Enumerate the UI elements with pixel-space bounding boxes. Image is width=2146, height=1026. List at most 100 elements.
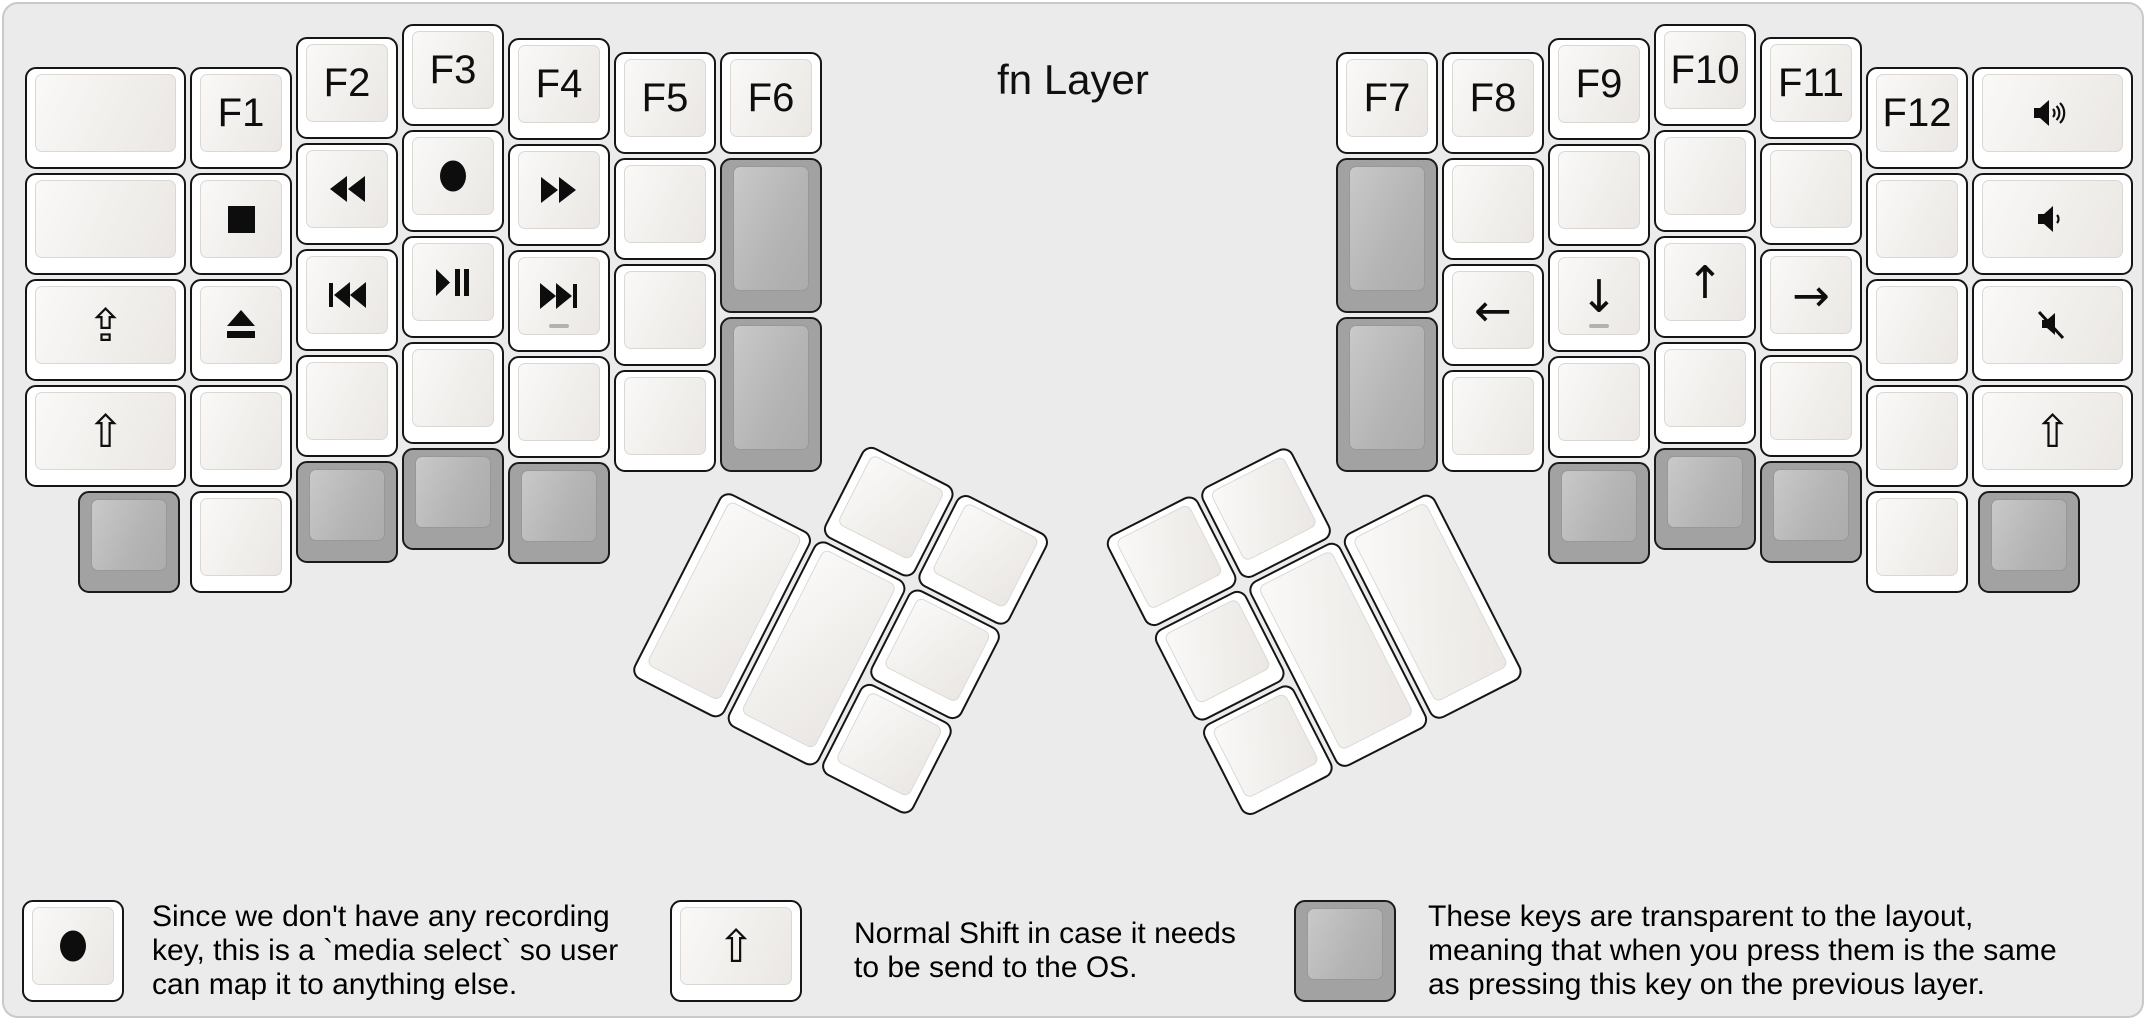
key-blank[interactable] [1654, 342, 1756, 444]
key-transparent[interactable] [720, 317, 822, 472]
keytop [35, 180, 176, 258]
key-f5[interactable]: F5 [614, 52, 716, 154]
keytop: F6 [730, 59, 812, 137]
key-volume-down[interactable] [1972, 173, 2133, 275]
key-blank[interactable] [1866, 385, 1968, 487]
key-blank[interactable] [1760, 355, 1862, 457]
key-f8[interactable]: F8 [1442, 52, 1544, 154]
key-blank[interactable] [614, 370, 716, 472]
keytop [1115, 503, 1224, 611]
key-f1-label: F1 [217, 91, 265, 135]
key-blank[interactable] [1866, 279, 1968, 381]
keytop: F2 [306, 44, 388, 122]
key-blank[interactable] [1442, 158, 1544, 260]
keytop [836, 453, 946, 561]
key-transparent[interactable] [1548, 462, 1650, 564]
key-blank[interactable] [1866, 173, 1968, 275]
key-transparent[interactable] [1978, 491, 2080, 593]
keytop [1991, 499, 2067, 571]
key-blank[interactable] [1548, 144, 1650, 246]
keytop [200, 180, 282, 258]
key-f2[interactable]: F2 [296, 37, 398, 139]
key-blank[interactable] [296, 355, 398, 457]
key-shift-left-label: ⇧ [86, 404, 125, 458]
keytop [1452, 377, 1534, 455]
key-arrow-right[interactable]: → [1760, 249, 1862, 351]
keytop: ⇧ [680, 907, 792, 985]
key-f10[interactable]: F10 [1654, 24, 1756, 126]
keytop: F7 [1346, 59, 1428, 137]
key-f4[interactable]: F4 [508, 38, 610, 140]
key-f1[interactable]: F1 [190, 67, 292, 169]
key-play-pause[interactable] [402, 236, 504, 338]
keytop [412, 137, 494, 215]
key-transparent[interactable] [296, 461, 398, 563]
key-mute[interactable] [1972, 279, 2133, 381]
key-stop[interactable] [190, 173, 292, 275]
key-f6[interactable]: F6 [720, 52, 822, 154]
key-blank[interactable] [614, 264, 716, 366]
homing-bar [549, 324, 569, 328]
key-blank[interactable] [25, 173, 186, 275]
key-blank[interactable] [1866, 491, 1968, 593]
legend-record-key [22, 900, 124, 1002]
play-pause-icon [436, 268, 469, 296]
keytop [32, 907, 114, 985]
key-rewind[interactable] [296, 143, 398, 245]
key-blank[interactable] [402, 342, 504, 444]
keytop: → [1770, 256, 1852, 334]
homing-bar [1589, 324, 1609, 328]
keytop: F8 [1452, 59, 1534, 137]
key-caps-lock[interactable]: ⇪ [25, 279, 186, 381]
key-volume-up[interactable] [1972, 67, 2133, 169]
key-blank[interactable] [614, 158, 716, 260]
keytop [733, 166, 809, 291]
key-blank[interactable] [190, 385, 292, 487]
keytop [1452, 165, 1534, 243]
keytop: F1 [200, 74, 282, 152]
key-arrow-left[interactable]: ← [1442, 264, 1544, 366]
layer-title: fn Layer [997, 56, 1149, 103]
key-fast-forward[interactable] [508, 144, 610, 246]
keytop [1876, 498, 1958, 576]
key-transparent[interactable] [402, 448, 504, 550]
key-next-track[interactable] [508, 250, 610, 352]
key-f3[interactable]: F3 [402, 24, 504, 126]
key-transparent[interactable] [1336, 317, 1438, 472]
keytop [91, 499, 167, 571]
key-blank[interactable] [25, 67, 186, 169]
key-transparent[interactable] [1336, 158, 1438, 313]
key-transparent[interactable] [508, 462, 610, 564]
key-record[interactable] [402, 130, 504, 232]
key-transparent[interactable] [720, 158, 822, 313]
key-f12[interactable]: F12 [1866, 67, 1968, 169]
legend-shift-key-label: ⇧ [717, 919, 755, 973]
key-eject[interactable] [190, 279, 292, 381]
key-blank[interactable] [1442, 370, 1544, 472]
key-f3-label: F3 [429, 48, 477, 92]
key-blank[interactable] [1654, 130, 1756, 232]
keytop [309, 469, 385, 541]
key-f7[interactable]: F7 [1336, 52, 1438, 154]
key-shift-left[interactable]: ⇧ [25, 385, 186, 487]
key-caps-lock-label: ⇪ [86, 298, 125, 352]
key-transparent[interactable] [78, 491, 180, 593]
key-blank[interactable] [1548, 356, 1650, 458]
key-transparent[interactable] [1654, 448, 1756, 550]
key-shift-right[interactable]: ⇧ [1972, 385, 2133, 487]
key-blank[interactable] [1760, 143, 1862, 245]
key-transparent[interactable] [1760, 461, 1862, 563]
key-f9[interactable]: F9 [1548, 38, 1650, 140]
keytop [931, 502, 1040, 609]
key-f11[interactable]: F11 [1760, 37, 1862, 139]
legend-key-sample [1294, 900, 1396, 1002]
keytop [518, 151, 600, 229]
key-arrow-down-label: ↓ [1580, 269, 1618, 323]
key-prev-track[interactable] [296, 249, 398, 351]
key-arrow-down[interactable]: ↓ [1548, 250, 1650, 352]
key-blank[interactable] [190, 491, 292, 593]
key-blank[interactable] [508, 356, 610, 458]
keytop [1982, 180, 2123, 258]
key-arrow-up[interactable]: ↑ [1654, 236, 1756, 338]
